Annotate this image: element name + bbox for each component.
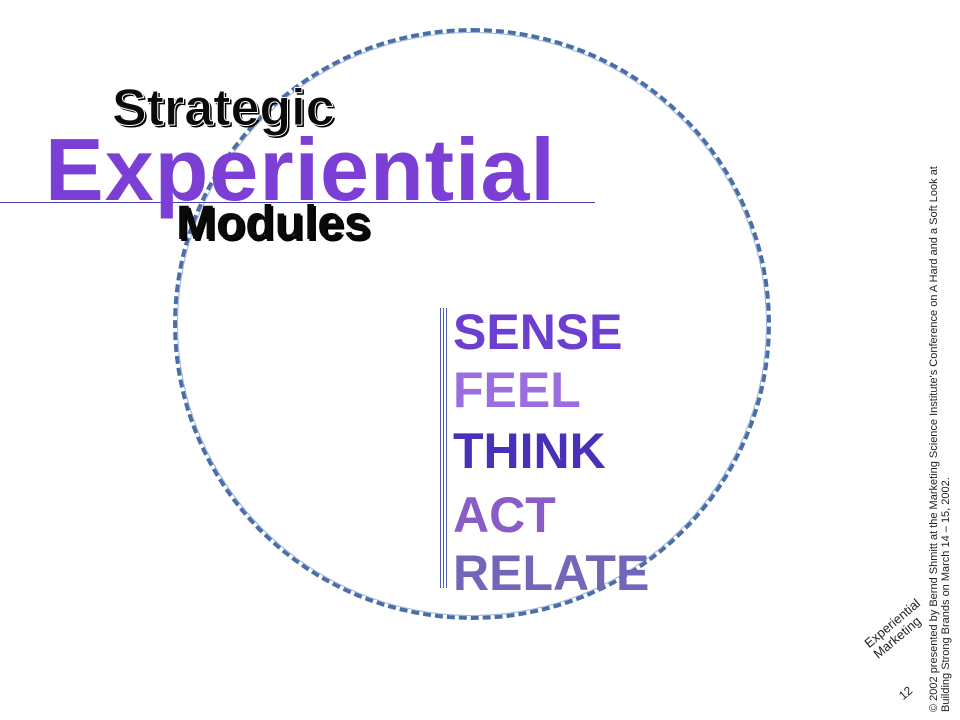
module-feel: FEEL xyxy=(453,362,581,418)
module-relate: RELATE xyxy=(453,545,650,601)
module-think: THINK xyxy=(453,423,606,479)
title-modules: Modules xyxy=(176,197,371,250)
module-sense: SENSE xyxy=(453,304,623,360)
decorative-circle-inner xyxy=(177,32,767,616)
title-strategic: Strategic xyxy=(112,79,336,137)
page-number: 12 xyxy=(896,683,916,703)
title-rule xyxy=(0,202,595,203)
copyright-line-2: Building Strong Brands on March 14 – 15,… xyxy=(940,477,952,712)
footer-label: Experiential Marketing xyxy=(861,596,932,662)
copyright-notice: © 2002 presented by Bernd Shmitt at the … xyxy=(928,92,952,712)
module-act: ACT xyxy=(453,487,556,543)
decorative-circle xyxy=(173,28,771,620)
title-experiential: Experiential xyxy=(45,120,556,219)
module-divider-lines xyxy=(440,308,450,588)
